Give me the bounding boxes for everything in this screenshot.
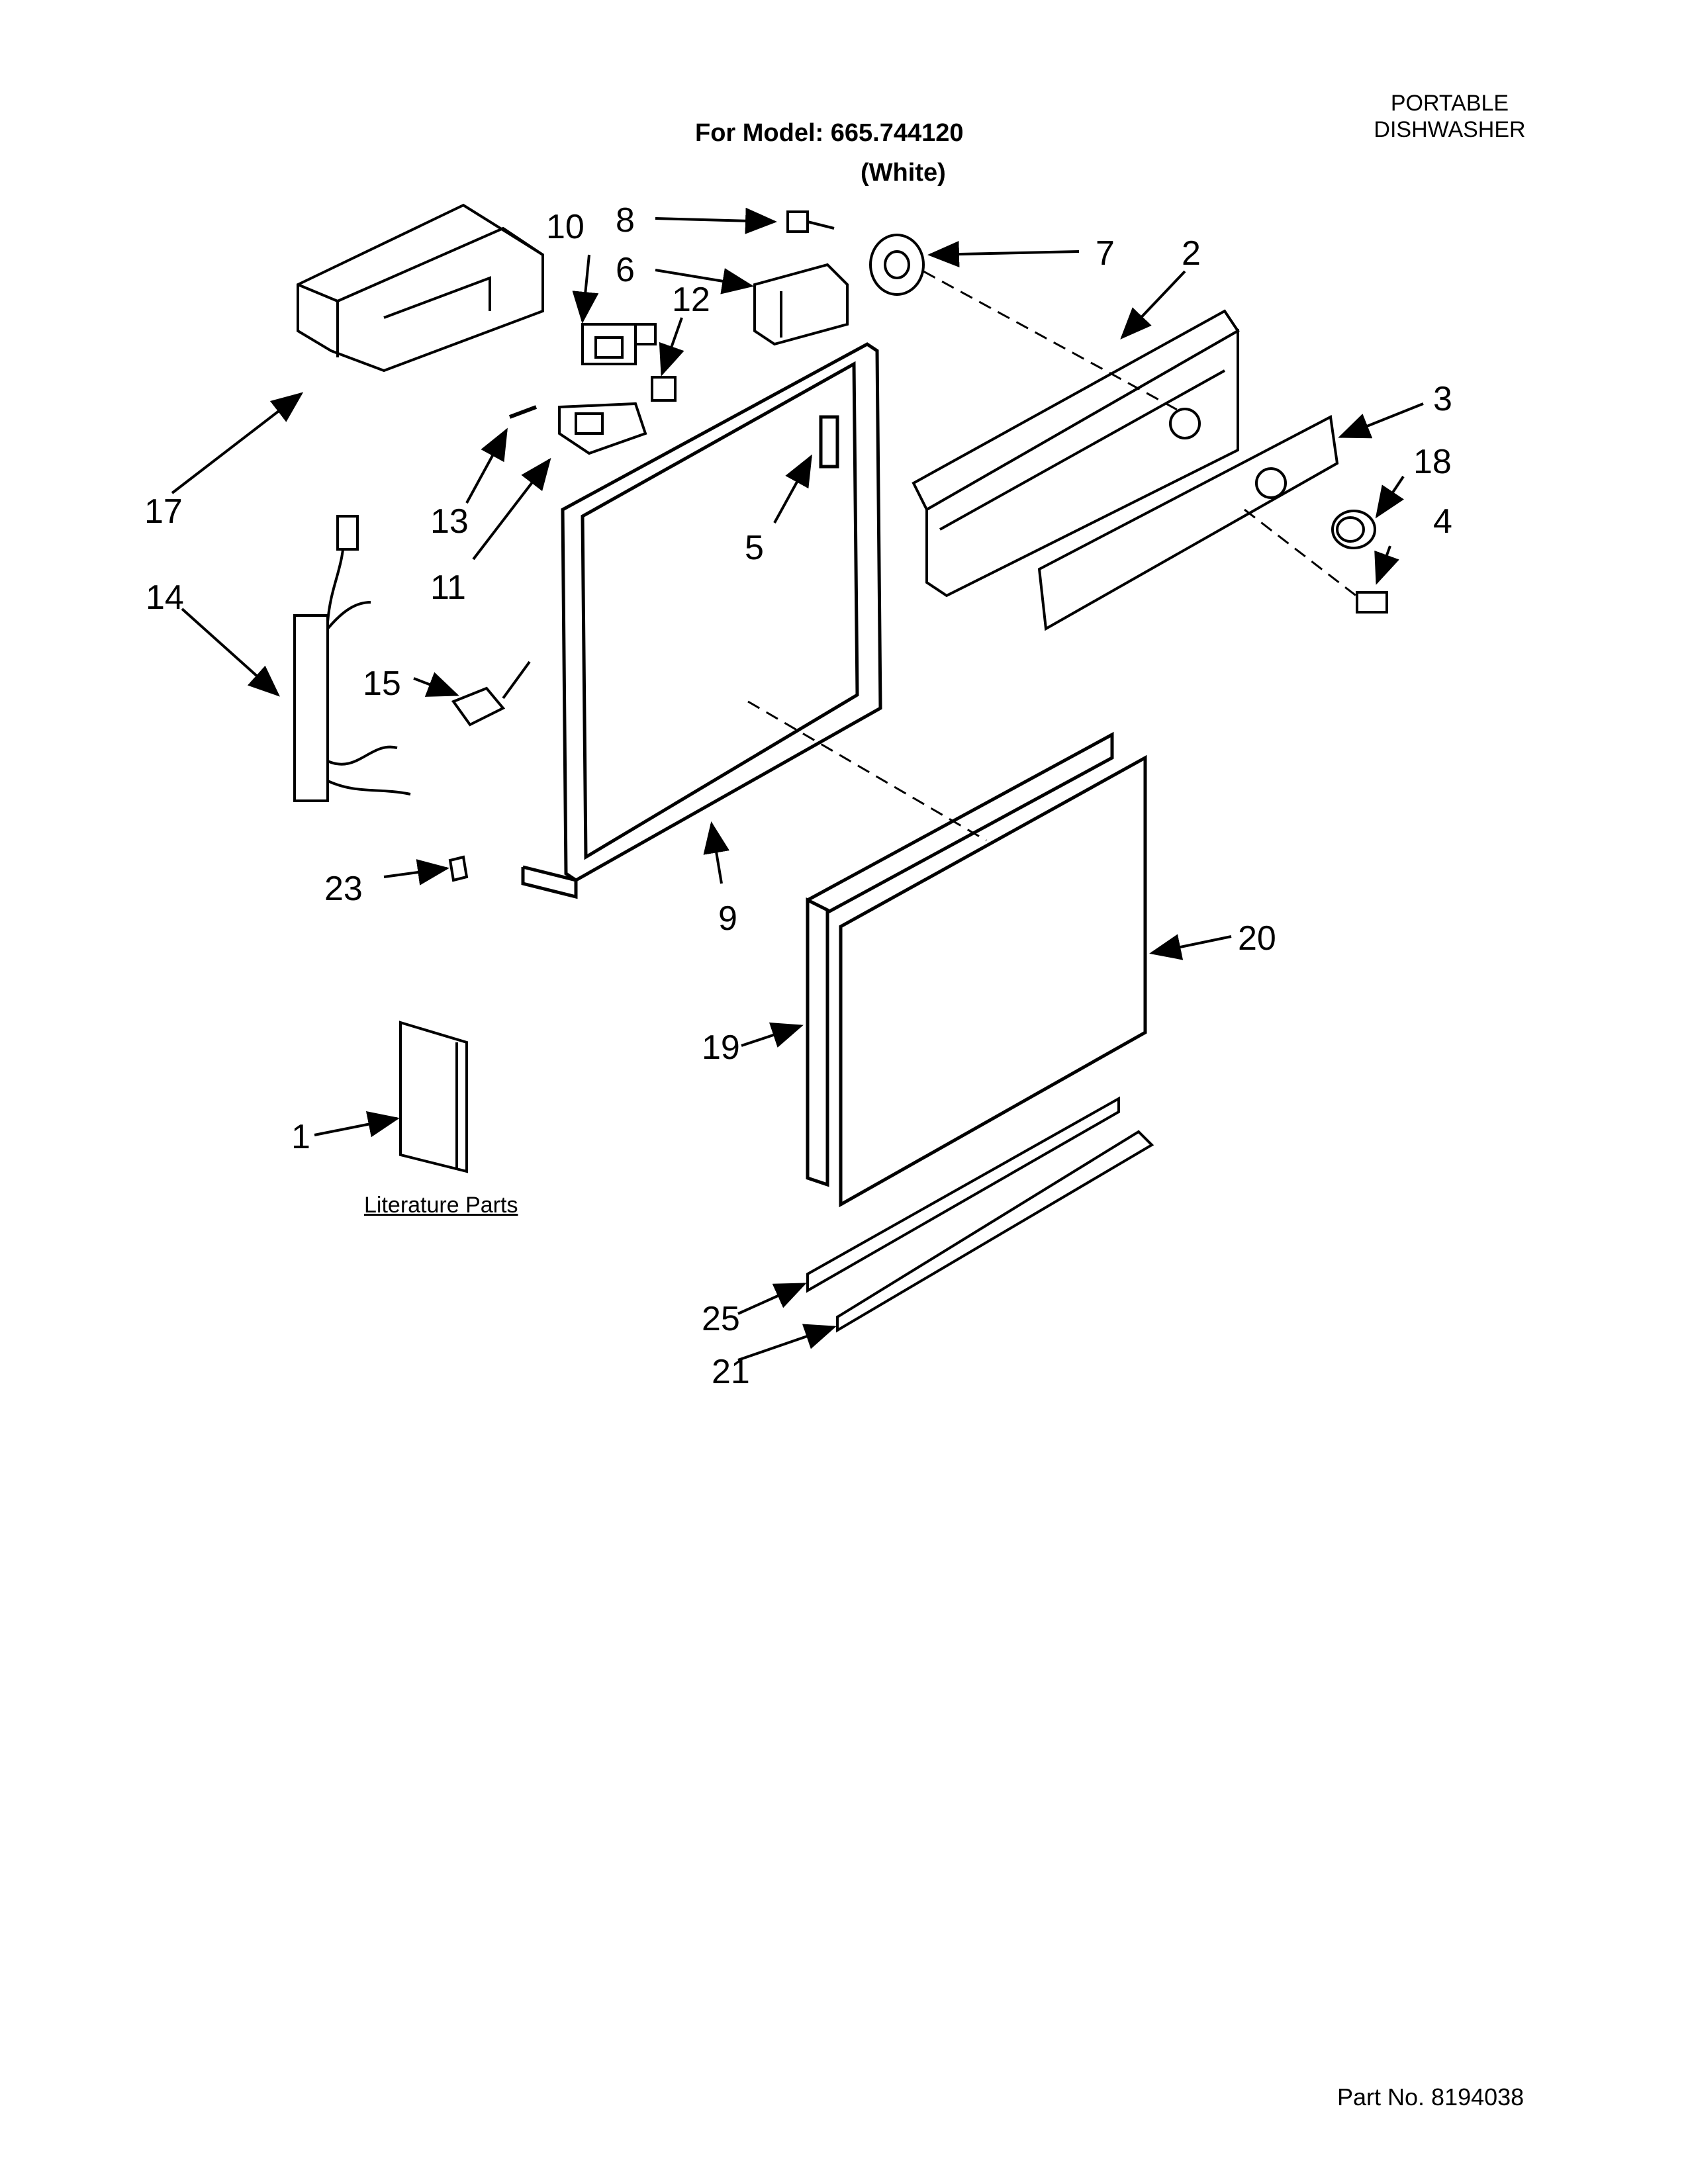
part-9-door-frame bbox=[521, 342, 882, 899]
part-number: Part No. 8194038 bbox=[1337, 2083, 1524, 2111]
callout-17: 17 bbox=[144, 492, 183, 531]
callout-5: 5 bbox=[745, 529, 764, 567]
model-color: (White) bbox=[861, 159, 946, 187]
literature-parts-label: Literature Parts bbox=[364, 1193, 518, 1218]
part-13-pin bbox=[508, 405, 538, 419]
callout-20: 20 bbox=[1238, 919, 1276, 958]
part-8-screw bbox=[786, 210, 835, 233]
callout-11: 11 bbox=[430, 569, 466, 607]
part-18-knob bbox=[1331, 510, 1376, 549]
callout-2: 2 bbox=[1182, 234, 1201, 273]
callout-15: 15 bbox=[363, 664, 401, 703]
part-12-switch bbox=[651, 376, 677, 402]
part-7-dial bbox=[869, 234, 925, 296]
callout-7: 7 bbox=[1096, 234, 1115, 273]
part-10-latch bbox=[581, 323, 657, 365]
part-11-latch-bracket bbox=[558, 402, 647, 455]
part-14-wire-harness bbox=[293, 515, 411, 802]
part-4-button bbox=[1356, 591, 1388, 614]
part-15-connector bbox=[451, 660, 531, 727]
callout-9: 9 bbox=[718, 899, 737, 938]
part-25-trim bbox=[806, 1096, 1120, 1293]
alignment-lines bbox=[747, 270, 1361, 842]
part-19-door-panel bbox=[806, 731, 1114, 1187]
callout-14: 14 bbox=[146, 578, 184, 617]
product-type: PORTABLE DISHWASHER bbox=[1350, 90, 1549, 143]
callout-4: 4 bbox=[1433, 502, 1452, 541]
part-6-latch-assembly bbox=[753, 263, 849, 346]
callout-23: 23 bbox=[324, 870, 363, 908]
part-1-literature bbox=[399, 1021, 468, 1173]
part-2-console bbox=[912, 309, 1240, 598]
callout-12: 12 bbox=[672, 281, 710, 319]
callout-numbers: 17 10 12 13 11 8 6 7 2 3 18 4 5 14 15 23… bbox=[144, 201, 1452, 1391]
part-3-overlay bbox=[1037, 414, 1339, 631]
part-20-door-panel bbox=[839, 754, 1147, 1208]
callout-25: 25 bbox=[702, 1300, 740, 1338]
part-17-duct-cover bbox=[297, 203, 544, 373]
callout-1: 1 bbox=[291, 1118, 310, 1156]
product-line-1: PORTABLE bbox=[1390, 91, 1509, 116]
callout-6: 6 bbox=[616, 251, 635, 289]
callout-3: 3 bbox=[1433, 380, 1452, 418]
callout-21: 21 bbox=[712, 1353, 750, 1391]
callout-19: 19 bbox=[702, 1028, 740, 1067]
part-23-clip bbox=[448, 855, 469, 882]
callout-13: 13 bbox=[430, 502, 469, 541]
callout-18: 18 bbox=[1413, 443, 1452, 481]
leader-arrows bbox=[171, 207, 1424, 1361]
callout-10: 10 bbox=[546, 208, 585, 246]
callout-8: 8 bbox=[616, 201, 635, 240]
part-21-kickplate bbox=[836, 1130, 1154, 1333]
page-title: For Model: 665.744120 bbox=[695, 119, 964, 147]
product-line-2: DISHWASHER bbox=[1374, 117, 1526, 142]
